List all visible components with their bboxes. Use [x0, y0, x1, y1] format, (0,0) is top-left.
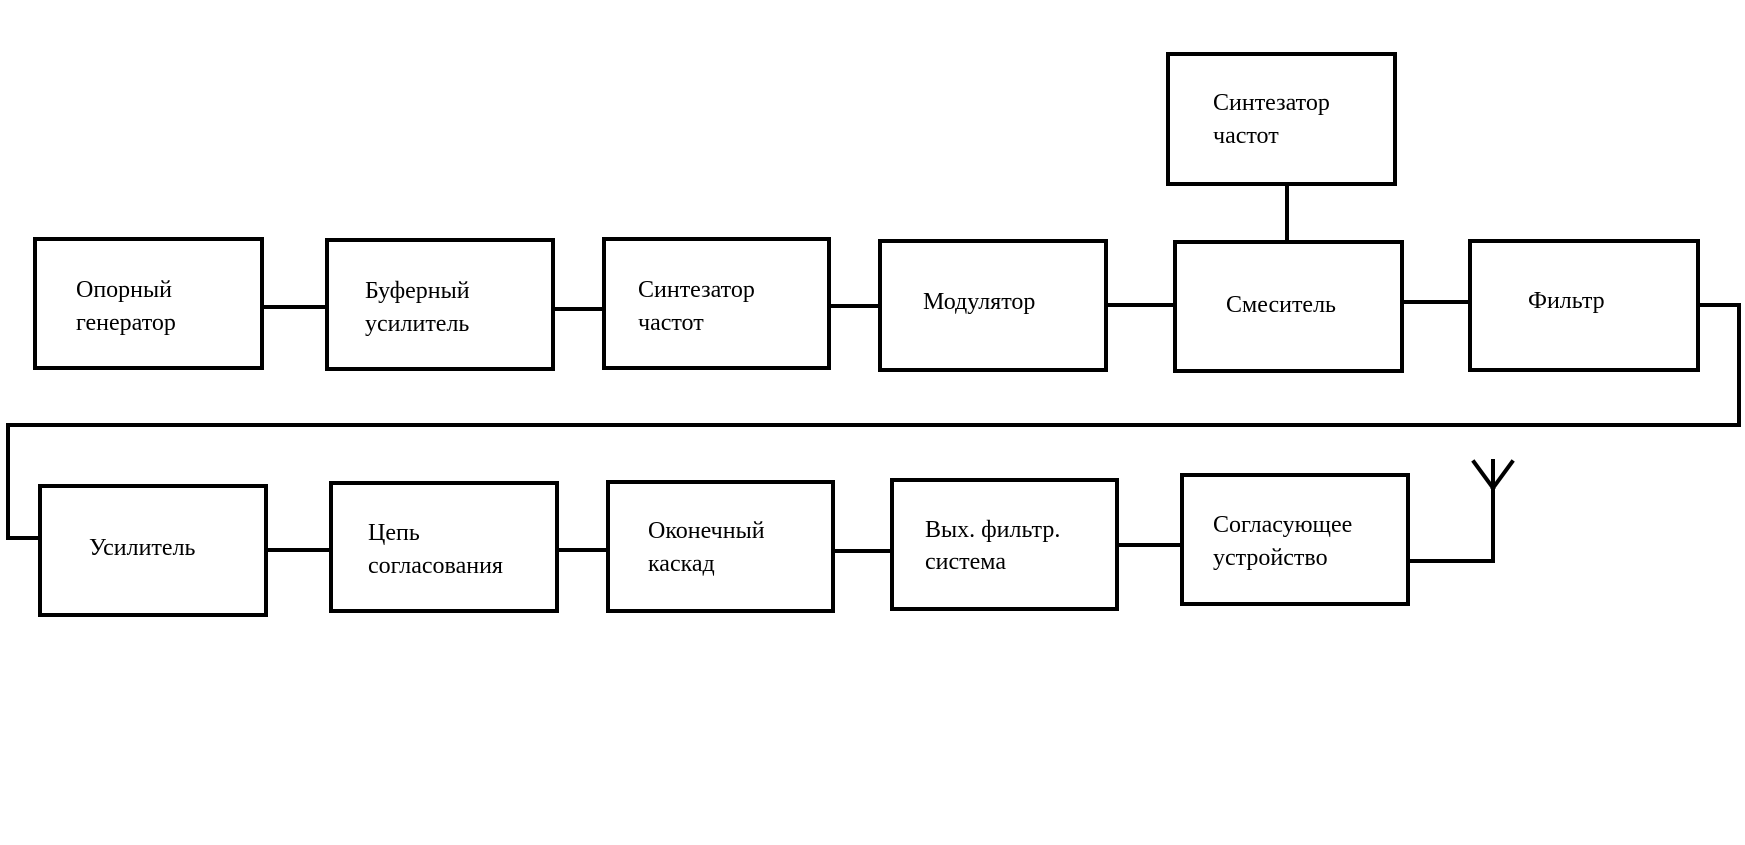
frequency-synthesizer-top-line-2: частот [1213, 123, 1279, 149]
svg-text:Усилитель: Усилитель [89, 535, 196, 561]
svg-text:Согласующее устройство: Согласующее устройство [1213, 512, 1358, 571]
matching-circuit-line-1: Цепь [368, 520, 420, 546]
frequency-synthesizer-line-1: Синтезатор [638, 277, 755, 303]
block-frequency-synthesizer: Синтезатор частот [602, 237, 831, 370]
final-stage-line-1: Оконечный [648, 518, 765, 544]
svg-text:Цепь согласования: Цепь согласования [368, 520, 503, 579]
amplifier-label: Усилитель [89, 535, 196, 561]
matching-device-line-1: Согласующее [1213, 512, 1352, 538]
antenna-icon [1471, 459, 1515, 491]
svg-text:Синтезатор частот: Синтезатор частот [1213, 90, 1336, 149]
block-modulator: Модулятор [878, 239, 1108, 372]
svg-text:Буферный усилитель: Буферный усилитель [365, 278, 476, 337]
block-filter: Фильтр [1468, 239, 1700, 372]
svg-text:Синтезатор частот: Синтезатор частот [638, 277, 761, 336]
modulator-label: Модулятор [923, 289, 1035, 315]
block-reference-oscillator: Опорный генератор [33, 237, 264, 370]
svg-text:Оконечный каскад: Оконечный каскад [648, 518, 771, 577]
output-filter-system-line-1: Вых. фильтр. [925, 517, 1060, 543]
block-mixer: Смеситель [1173, 240, 1404, 373]
svg-text:Модулятор: Модулятор [923, 289, 1035, 315]
svg-text:Опорный генератор: Опорный генератор [76, 277, 178, 336]
matching-circuit-line-2: согласования [368, 553, 503, 579]
buffer-amplifier-line-2: усилитель [365, 311, 469, 337]
reference-oscillator-line-2: генератор [76, 310, 176, 336]
wire-filter-to-amplifier [6, 303, 1741, 540]
output-filter-system-line-2: система [925, 549, 1006, 575]
block-buffer-amplifier: Буферный усилитель [325, 238, 555, 371]
block-output-filter-system: Вых. фильтр. система [890, 478, 1119, 611]
svg-text:Вых. фильтр. система: Вых. фильтр. система [925, 517, 1066, 575]
matching-device-line-2: устройство [1213, 545, 1328, 571]
filter-label: Фильтр [1528, 288, 1605, 314]
svg-text:Фильтр: Фильтр [1528, 288, 1605, 314]
block-amplifier: Усилитель [38, 484, 268, 617]
block-matching-circuit: Цепь согласования [329, 481, 559, 613]
wire-matching-device-antenna [1406, 482, 1495, 563]
frequency-synthesizer-line-2: частот [638, 310, 704, 336]
block-matching-device: Согласующее устройство [1180, 473, 1410, 606]
svg-text:Смеситель: Смеситель [1226, 292, 1336, 318]
connections [6, 182, 1741, 563]
block-final-stage: Оконечный каскад [606, 480, 835, 613]
block-frequency-synthesizer-top: Синтезатор частот [1166, 52, 1397, 186]
final-stage-line-2: каскад [648, 551, 715, 577]
reference-oscillator-line-1: Опорный [76, 277, 172, 303]
mixer-label: Смеситель [1226, 292, 1336, 318]
buffer-amplifier-line-1: Буферный [365, 278, 470, 304]
frequency-synthesizer-top-line-1: Синтезатор [1213, 90, 1330, 116]
